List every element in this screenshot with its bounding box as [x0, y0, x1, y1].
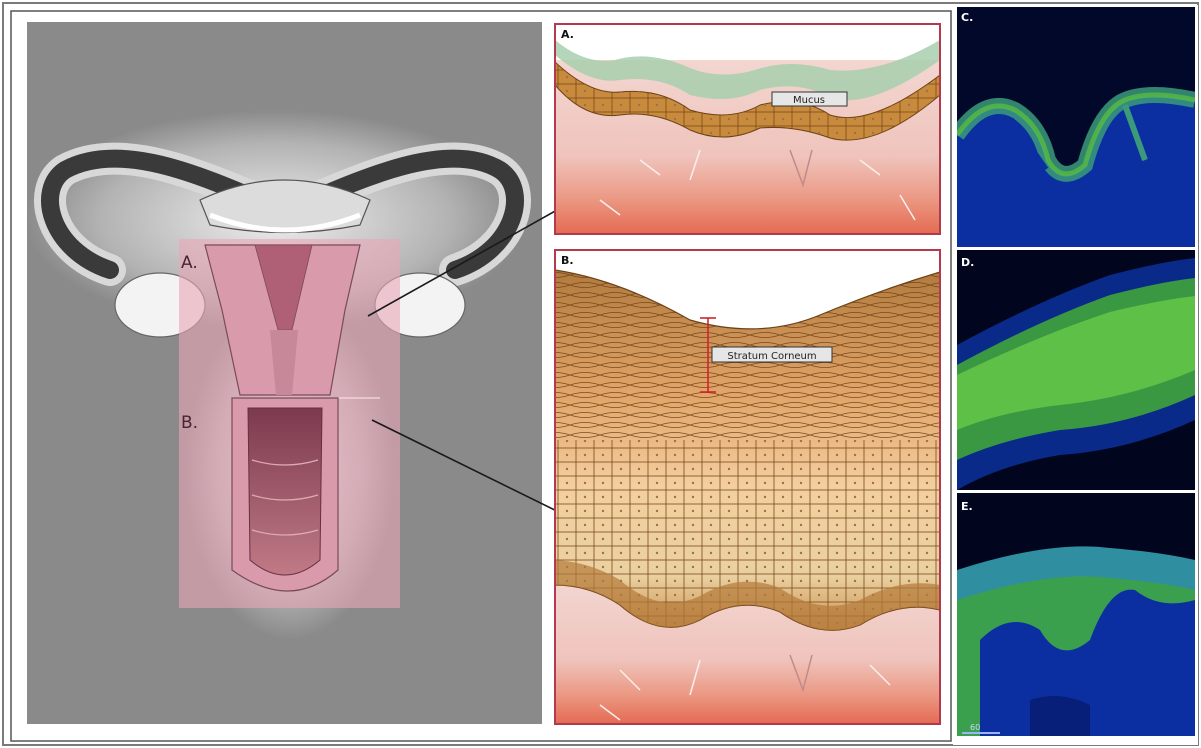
callout-mucus: Mucus [772, 92, 847, 106]
panel-label-d: D. [961, 256, 974, 269]
panel-d: D. [957, 250, 1195, 490]
panel-label-a: A. [561, 28, 574, 41]
scale-bar-label: 60 [970, 723, 980, 732]
overview-label-a: A. [181, 253, 198, 273]
panel-c: C. [957, 7, 1195, 247]
panel-e: E. 60 [957, 493, 1195, 736]
callout-stratum-text: Stratum Corneum [727, 351, 816, 362]
panel-b: B. Stratum Corneum [555, 250, 940, 724]
overview-label-b: B. [181, 413, 198, 433]
panel-label-e: E. [961, 500, 973, 513]
panel-label-c: C. [961, 11, 973, 24]
callout-stratum: Stratum Corneum [712, 347, 832, 362]
panel-a: A. Mucus [555, 24, 940, 234]
panel-label-b: B. [561, 254, 574, 267]
callout-mucus-text: Mucus [793, 95, 825, 106]
overview-panel: A. B. [25, 22, 582, 724]
